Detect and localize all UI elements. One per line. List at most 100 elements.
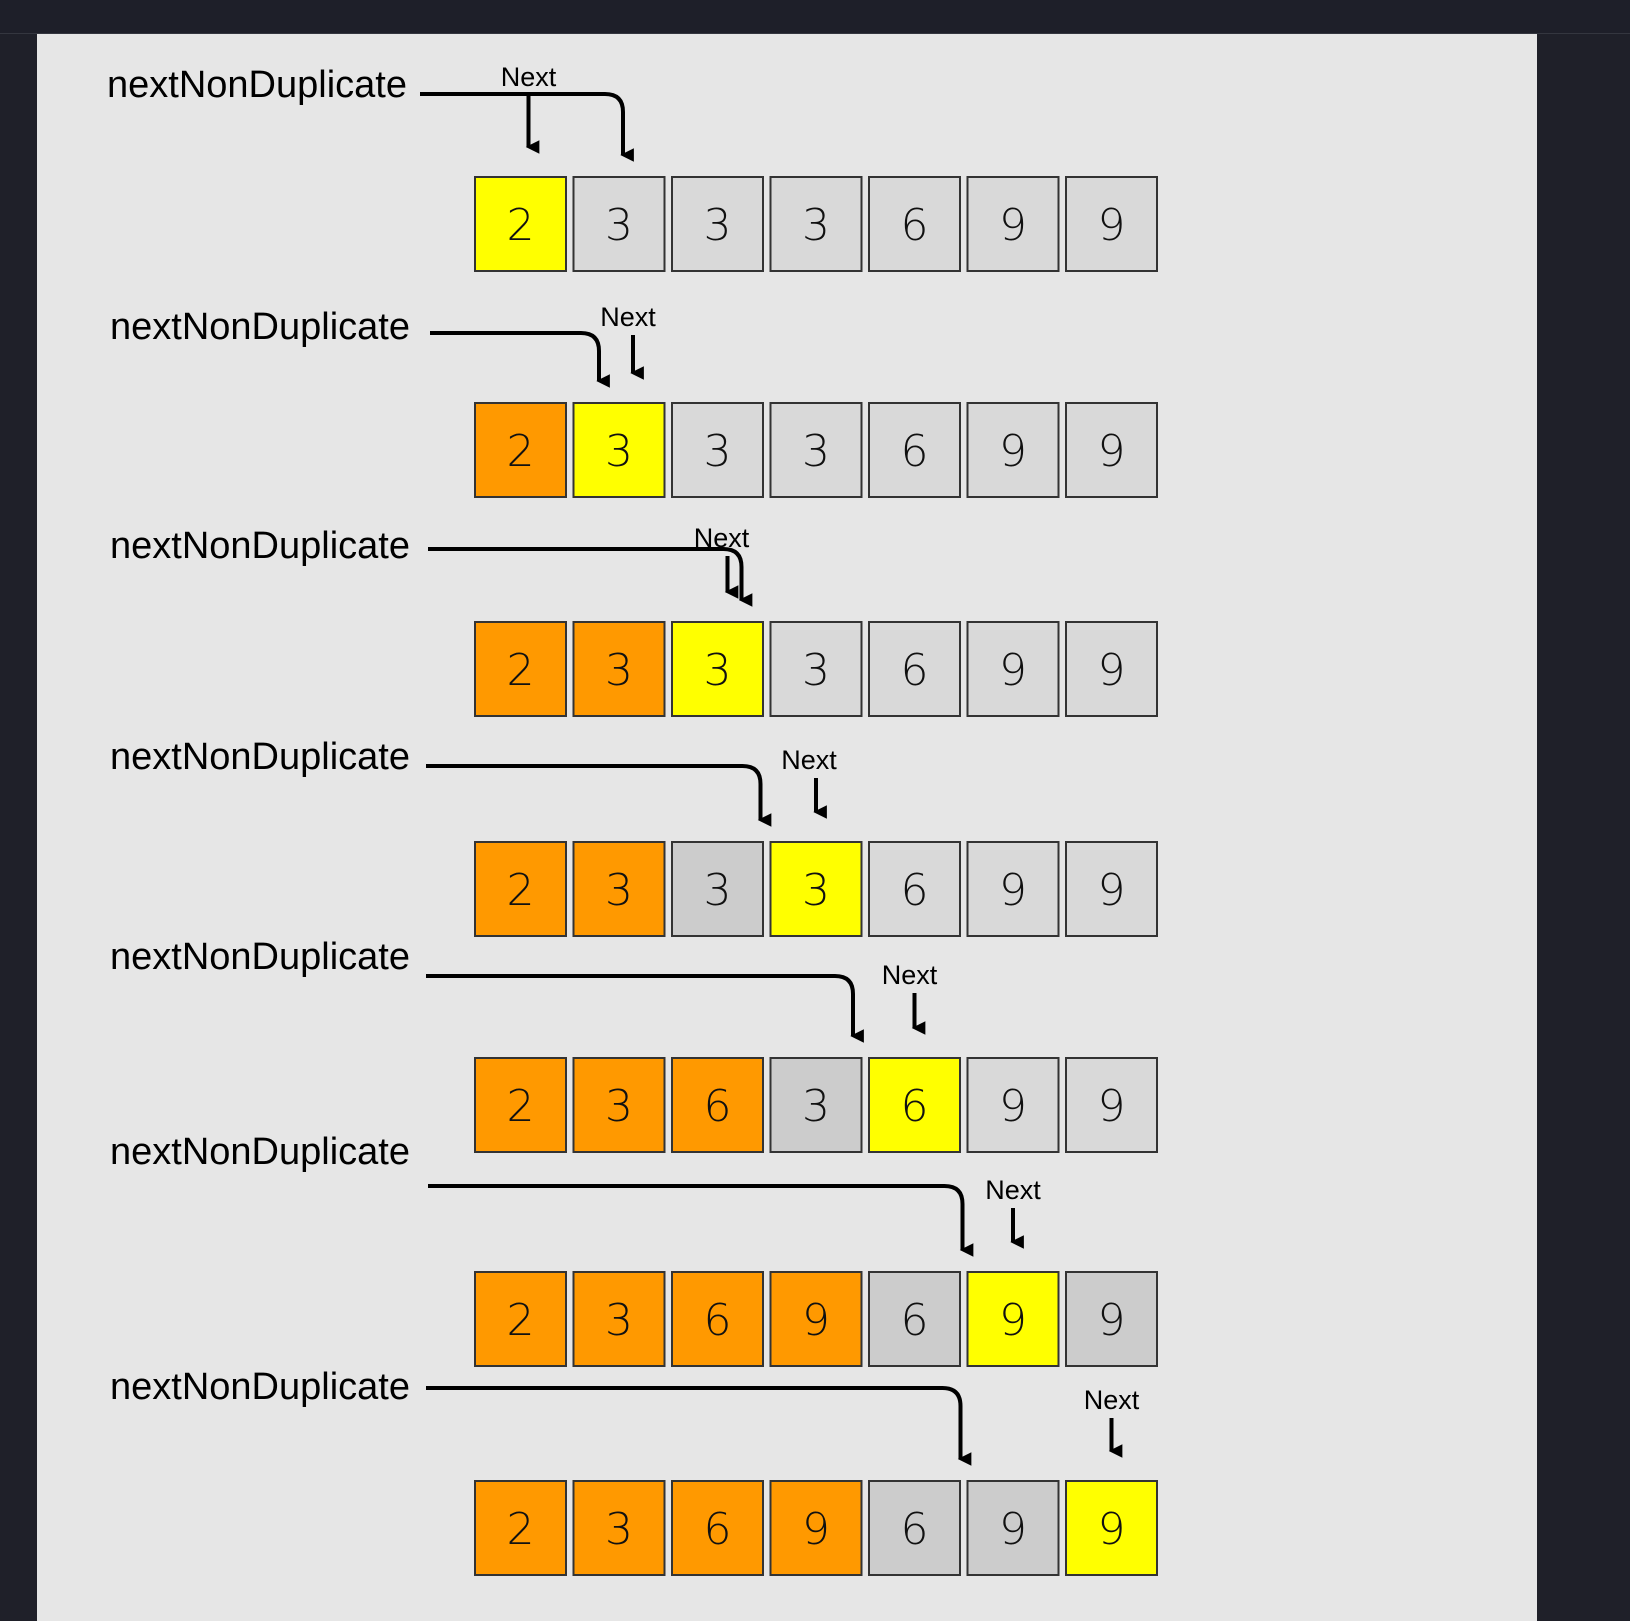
array-cell: 9 xyxy=(769,1271,863,1367)
cell-value: 2 xyxy=(507,645,535,696)
cell-value: 2 xyxy=(507,1295,535,1346)
cell-value: 2 xyxy=(507,1081,535,1132)
cell-box-default xyxy=(966,402,1060,498)
array-cell: 6 xyxy=(868,1057,961,1153)
array-cell: 2 xyxy=(474,1271,567,1367)
cell-value: 3 xyxy=(802,426,830,477)
cell-box-default xyxy=(966,1057,1060,1153)
cell-box-default xyxy=(868,621,961,717)
array-cell: 2 xyxy=(474,841,567,937)
array-cell: 2 xyxy=(474,621,567,717)
cell-box-done xyxy=(769,1271,863,1367)
cell-box-current xyxy=(1065,1480,1158,1576)
cell-value: 9 xyxy=(802,1295,830,1346)
cell-box-default xyxy=(966,176,1060,272)
next-non-duplicate-arrow xyxy=(420,92,634,162)
cell-value: 3 xyxy=(605,645,633,696)
cell-value: 6 xyxy=(901,1504,929,1555)
cell-box-default xyxy=(769,402,863,498)
cell-box-done xyxy=(572,1480,666,1576)
next-non-duplicate-arrow xyxy=(428,1184,974,1257)
array-cell: 3 xyxy=(572,176,666,272)
next-non-duplicate-arrow xyxy=(426,1386,972,1466)
array-cell: 6 xyxy=(671,1480,764,1576)
array-cell: 2 xyxy=(474,402,567,498)
array-cell: 6 xyxy=(868,841,961,937)
array-cell: 9 xyxy=(1065,841,1158,937)
array-cell: 3 xyxy=(671,841,764,937)
cell-box-done xyxy=(572,1057,666,1153)
cell-value: 9 xyxy=(1098,1504,1126,1555)
array-cell: 6 xyxy=(671,1271,764,1367)
array-cell: 3 xyxy=(671,621,764,717)
cell-box-current xyxy=(868,1057,961,1153)
array-cell: 6 xyxy=(868,621,961,717)
array-cell: 3 xyxy=(671,176,764,272)
cell-value: 9 xyxy=(999,865,1027,916)
next-pointer-label: Next xyxy=(882,960,938,990)
cell-box-current xyxy=(572,402,666,498)
cell-value: 2 xyxy=(507,1504,535,1555)
cell-box-done xyxy=(671,1271,764,1367)
cell-box-skipped xyxy=(966,1480,1060,1576)
array-cell: 9 xyxy=(1065,1057,1158,1153)
cell-box-done xyxy=(671,1480,764,1576)
array-cell: 9 xyxy=(1065,621,1158,717)
cell-box-done xyxy=(572,1271,666,1367)
cell-value: 3 xyxy=(802,865,830,916)
cell-value: 3 xyxy=(704,645,732,696)
array-cell: 6 xyxy=(868,1480,961,1576)
cell-box-default xyxy=(1065,1057,1158,1153)
cell-value: 6 xyxy=(901,865,929,916)
cell-value: 6 xyxy=(901,1295,929,1346)
cell-value: 3 xyxy=(802,200,830,251)
array-cell: 9 xyxy=(966,1271,1060,1367)
cell-value: 6 xyxy=(704,1295,732,1346)
array-cell: 9 xyxy=(966,841,1060,937)
next-non-duplicate-arrow xyxy=(430,331,610,388)
next-pointer-label: Next xyxy=(781,745,837,775)
next-pointer-label: Next xyxy=(985,1175,1041,1205)
cell-value: 3 xyxy=(704,426,732,477)
next-non-duplicate-label: nextNonDuplicate xyxy=(110,1131,410,1173)
cell-box-skipped xyxy=(769,1057,863,1153)
array-cell: 6 xyxy=(868,176,961,272)
array-cell: 9 xyxy=(966,621,1060,717)
cell-box-current xyxy=(671,621,764,717)
cell-value: 9 xyxy=(999,1295,1027,1346)
cell-value: 2 xyxy=(507,865,535,916)
next-non-duplicate-label: nextNonDuplicate xyxy=(110,1366,410,1408)
cell-box-default xyxy=(1065,621,1158,717)
cell-box-done xyxy=(474,1271,567,1367)
next-pointer-label: Next xyxy=(501,62,557,92)
cell-value: 6 xyxy=(901,1081,929,1132)
cell-value: 6 xyxy=(901,645,929,696)
cell-value: 9 xyxy=(999,1081,1027,1132)
cell-box-done xyxy=(769,1480,863,1576)
cell-value: 6 xyxy=(704,1504,732,1555)
array-cell: 9 xyxy=(1065,176,1158,272)
cell-box-default xyxy=(868,841,961,937)
cell-box-default xyxy=(966,841,1060,937)
next-non-duplicate-label: nextNonDuplicate xyxy=(107,64,407,106)
array-cell: 6 xyxy=(671,1057,764,1153)
array-cell: 3 xyxy=(769,402,863,498)
array-cell: 9 xyxy=(1065,1480,1158,1576)
array-cell: 9 xyxy=(966,1480,1060,1576)
cell-box-default xyxy=(868,402,961,498)
cell-value: 3 xyxy=(605,1504,633,1555)
next-non-duplicate-label: nextNonDuplicate xyxy=(110,525,410,567)
cell-box-done xyxy=(474,1480,567,1576)
array-cell: 3 xyxy=(769,1057,863,1153)
cell-value: 9 xyxy=(1098,1295,1126,1346)
array-cell: 3 xyxy=(769,841,863,937)
cell-value: 6 xyxy=(704,1081,732,1132)
cell-box-skipped xyxy=(868,1271,961,1367)
cell-value: 9 xyxy=(1098,1081,1126,1132)
cell-value: 3 xyxy=(605,200,633,251)
cell-value: 9 xyxy=(999,645,1027,696)
cell-value: 3 xyxy=(605,426,633,477)
